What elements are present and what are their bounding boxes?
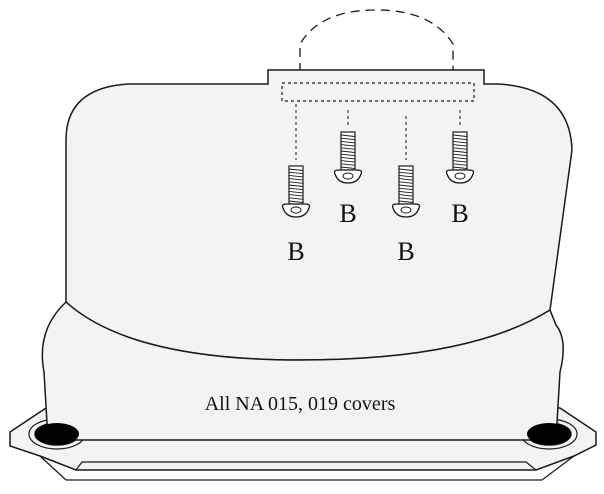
- base-flange-side-left: [39, 455, 67, 481]
- base-flange-side-right: [541, 455, 575, 481]
- gasket-slot-dotted: [281, 82, 475, 102]
- cover-caption: All NA 015, 019 covers: [205, 393, 396, 415]
- screw-b: B: [281, 165, 311, 266]
- screw-socket: [342, 172, 354, 180]
- lift-arc-dashed: [299, 9, 454, 72]
- screw-label: B: [451, 199, 468, 228]
- screw-socket: [400, 206, 412, 214]
- cover-lid: [65, 69, 573, 361]
- screw-label: B: [339, 199, 356, 228]
- screws-group: B B B B: [281, 131, 475, 266]
- screw-socket: [290, 206, 302, 214]
- screw-b: B: [391, 165, 421, 266]
- screw-label: B: [287, 237, 304, 266]
- screw-socket: [454, 172, 466, 180]
- housing-body: [41, 300, 564, 441]
- screw-b: B: [333, 131, 363, 228]
- screw-b: B: [445, 131, 475, 228]
- base-flange-edge: [75, 461, 537, 471]
- screw-label: B: [397, 237, 414, 266]
